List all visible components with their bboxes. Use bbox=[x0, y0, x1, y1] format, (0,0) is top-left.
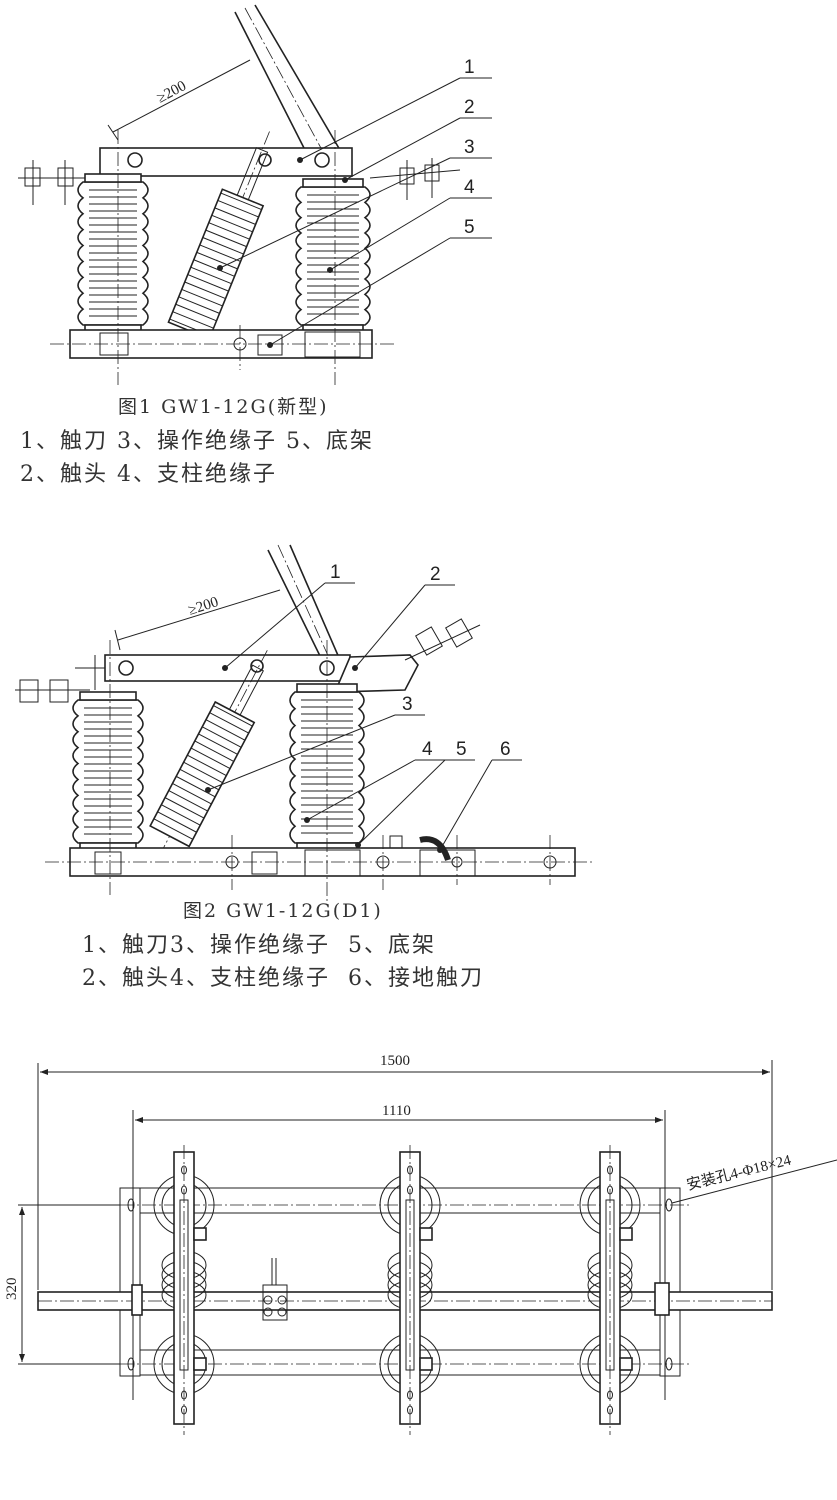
figure1-terminal-left bbox=[18, 160, 92, 205]
figure1-callouts: 1 2 3 4 5 bbox=[217, 57, 492, 348]
callout-1: 1 bbox=[330, 562, 341, 583]
figure1-base-frame bbox=[50, 130, 395, 385]
figure2-earthing-blade bbox=[419, 836, 451, 862]
figure1-open-blade bbox=[234, 4, 341, 151]
callout-4: 4 bbox=[422, 739, 433, 760]
svg-text:≥200: ≥200 bbox=[186, 594, 220, 619]
figure1-terminal-right bbox=[369, 158, 461, 200]
figure1-caption: 图1 GW1-12G(新型) bbox=[118, 396, 329, 418]
figure1-operating-insulator bbox=[167, 131, 270, 359]
figure1-drawing: ≥200 bbox=[18, 4, 492, 385]
callout-5: 5 bbox=[464, 217, 475, 238]
operating-mechanism bbox=[262, 1258, 288, 1321]
figure2-caption: 图2 GW1-12G(D1) bbox=[183, 900, 383, 922]
svg-text:1500: 1500 bbox=[380, 1053, 410, 1069]
callout-1: 1 bbox=[464, 57, 475, 78]
pole-top-view bbox=[579, 1145, 641, 1435]
figure1-legend-line1: 1、触刀 3、操作绝缘子 5、底架 bbox=[20, 429, 374, 454]
figure2-open-blade bbox=[267, 544, 341, 661]
figure2-legend-line1: 1、触刀3、操作绝缘子 5、底架 bbox=[82, 933, 436, 958]
callout-2: 2 bbox=[430, 564, 441, 585]
mounting-hole-callout: 安装孔4-Φ18×24 bbox=[671, 1151, 837, 1204]
svg-text:1110: 1110 bbox=[382, 1103, 411, 1119]
callout-6: 6 bbox=[500, 739, 511, 760]
callout-2: 2 bbox=[464, 97, 475, 118]
svg-text:≥200: ≥200 bbox=[154, 78, 189, 107]
callout-3: 3 bbox=[402, 694, 413, 715]
figure2-clearance-dimension: ≥200 bbox=[114, 589, 281, 651]
dimension-1500: 1500 bbox=[37, 1053, 773, 1290]
dimension-1110: 1110 bbox=[132, 1103, 666, 1400]
figure2-callouts: 1 2 3 4 5 6 bbox=[205, 562, 522, 853]
figure3-drawing: 1500 1110 320 bbox=[4, 1053, 837, 1435]
figure1-clearance-dimension: ≥200 bbox=[107, 59, 251, 141]
figure1-post-insulator-left bbox=[77, 173, 149, 332]
pole-top-view bbox=[379, 1145, 441, 1435]
figure2-base-frame bbox=[45, 640, 595, 905]
svg-text:320: 320 bbox=[4, 1278, 20, 1301]
figure2-legend-line2: 2、触头4、支柱绝缘子 6、接地触刀 bbox=[82, 966, 484, 991]
figure1-post-insulator-right bbox=[295, 178, 371, 332]
callout-4: 4 bbox=[464, 177, 475, 198]
callout-3: 3 bbox=[464, 137, 475, 158]
figure2-drawing: ≥200 bbox=[15, 544, 595, 905]
callout-5: 5 bbox=[456, 739, 467, 760]
figure2-terminal-left bbox=[15, 679, 90, 703]
figure2-post-insulator-left bbox=[72, 691, 144, 850]
svg-text:安装孔4-Φ18×24: 安装孔4-Φ18×24 bbox=[685, 1151, 793, 1193]
dimension-320: 320 bbox=[4, 1204, 120, 1365]
pole-top-view bbox=[153, 1145, 215, 1435]
pole-assemblies bbox=[153, 1145, 641, 1435]
figure1-legend-line2: 2、触头 4、支柱绝缘子 bbox=[20, 462, 277, 487]
figure2-terminal-right bbox=[404, 618, 481, 661]
